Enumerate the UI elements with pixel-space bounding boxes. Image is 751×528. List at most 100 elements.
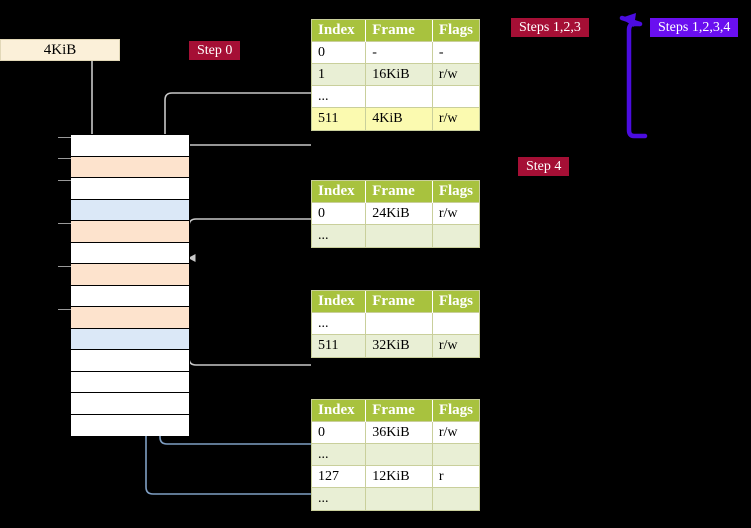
cell-frame — [365, 487, 433, 510]
memory-row — [71, 156, 189, 178]
column-header-flags: Flags — [432, 400, 479, 422]
memory-row — [71, 264, 189, 286]
steps-bracket — [626, 21, 648, 139]
memory-tick — [58, 158, 71, 159]
cell-flags: r/w — [432, 202, 479, 225]
cell-index: 0 — [312, 421, 367, 444]
cell-frame: 24KiB — [365, 202, 433, 225]
memory-row — [71, 285, 189, 307]
column-header-frame: Frame — [365, 400, 433, 422]
frame-size-label: 4KiB — [43, 41, 77, 58]
cell-flags: r/w — [432, 421, 479, 444]
memory-tick — [58, 309, 71, 310]
column-header-frame: Frame — [365, 291, 433, 313]
steps-bracket-arrow — [619, 15, 643, 27]
wire-t1-row0-to-memory — [188, 218, 311, 262]
table-row[interactable]: ... — [312, 312, 479, 335]
page-table-level-1: Index Frame Flags 0 24KiB r/w ... — [311, 180, 480, 248]
memory-row — [71, 328, 189, 350]
table-row[interactable]: 127 12KiB r — [312, 465, 479, 488]
wire-memory-to-t2-row511 — [182, 318, 311, 366]
column-header-flags: Flags — [432, 181, 479, 203]
memory-row — [71, 393, 189, 415]
table-row[interactable]: ... — [312, 85, 479, 108]
page-table-level-3: Index Frame Flags 0 36KiB r/w ... 127 — [311, 399, 480, 511]
table-row[interactable]: ... — [312, 224, 479, 247]
cell-index: ... — [312, 312, 367, 335]
table-row[interactable]: 511 4KiB r/w — [312, 107, 479, 130]
cell-flags — [432, 85, 479, 108]
cell-index: ... — [312, 443, 367, 466]
column-header-frame: Frame — [365, 20, 433, 42]
cell-flags — [432, 312, 479, 335]
memory-tick — [58, 266, 71, 267]
table-row[interactable]: 0 - - — [312, 41, 479, 64]
column-header-flags: Flags — [432, 20, 479, 42]
badge-step-4: Step 4 — [518, 157, 570, 176]
cell-frame: 36KiB — [365, 421, 433, 444]
memory-row — [71, 178, 189, 200]
cell-frame — [365, 85, 433, 108]
table-header-row: Index Frame Flags — [312, 20, 479, 42]
memory-row — [71, 135, 189, 157]
memory-tick — [58, 223, 71, 224]
column-header-index: Index — [312, 181, 367, 203]
memory-row — [71, 242, 189, 264]
column-header-index: Index — [312, 291, 367, 313]
table-row[interactable]: ... — [312, 443, 479, 466]
badge-step-0: Step 0 — [189, 41, 241, 60]
cell-index: 0 — [312, 202, 367, 225]
cell-flags — [432, 224, 479, 247]
badge-steps-1-2-3: Steps 1,2,3 — [511, 18, 589, 37]
table-header-row: Index Frame Flags — [312, 291, 479, 313]
table-header-row: Index Frame Flags — [312, 400, 479, 422]
cell-index: ... — [312, 487, 367, 510]
cell-frame: 12KiB — [365, 465, 433, 488]
column-header-index: Index — [312, 400, 367, 422]
cell-index: ... — [312, 85, 367, 108]
column-header-frame: Frame — [365, 181, 433, 203]
frame-size-box: 4KiB — [0, 39, 120, 61]
cell-frame — [365, 312, 433, 335]
cell-flags — [432, 443, 479, 466]
cell-flags — [432, 487, 479, 510]
cell-index: 511 — [312, 107, 367, 130]
memory-tick — [58, 137, 71, 138]
cell-index: 0 — [312, 41, 367, 64]
memory-row — [71, 414, 189, 436]
cell-index: 1 — [312, 63, 367, 86]
memory-row — [71, 371, 189, 393]
cell-flags: r/w — [432, 334, 479, 357]
cell-frame — [365, 224, 433, 247]
memory-tick — [58, 180, 71, 181]
cell-frame: - — [365, 41, 433, 64]
cell-flags: - — [432, 41, 479, 64]
cell-frame: 4KiB — [365, 107, 433, 130]
column-header-index: Index — [312, 20, 367, 42]
cell-frame — [365, 443, 433, 466]
cell-flags: r — [432, 465, 479, 488]
cell-flags: r/w — [432, 107, 479, 130]
table-row[interactable]: 511 32KiB r/w — [312, 334, 479, 357]
cell-index: 127 — [312, 465, 367, 488]
cell-frame: 32KiB — [365, 334, 433, 357]
cell-index: ... — [312, 224, 367, 247]
column-header-flags: Flags — [432, 291, 479, 313]
table-header-row: Index Frame Flags — [312, 181, 479, 203]
memory-row — [71, 199, 189, 221]
physical-memory-column — [70, 134, 190, 436]
table-row[interactable]: 1 16KiB r/w — [312, 63, 479, 86]
badge-steps-1-2-3-4: Steps 1,2,3,4 — [650, 18, 739, 37]
cell-frame: 16KiB — [365, 63, 433, 86]
table-row[interactable]: 0 24KiB r/w — [312, 202, 479, 225]
page-table-level-0: Index Frame Flags 0 - - 1 16KiB r/w ... — [311, 19, 480, 131]
table-row[interactable]: ... — [312, 487, 479, 510]
memory-row — [71, 307, 189, 329]
wire-memory-to-t0 — [178, 144, 311, 160]
page-table-level-2: Index Frame Flags ... 511 32KiB r/w — [311, 290, 480, 358]
cell-index: 511 — [312, 334, 367, 357]
memory-row — [71, 221, 189, 243]
table-row[interactable]: 0 36KiB r/w — [312, 421, 479, 444]
memory-row — [71, 350, 189, 372]
